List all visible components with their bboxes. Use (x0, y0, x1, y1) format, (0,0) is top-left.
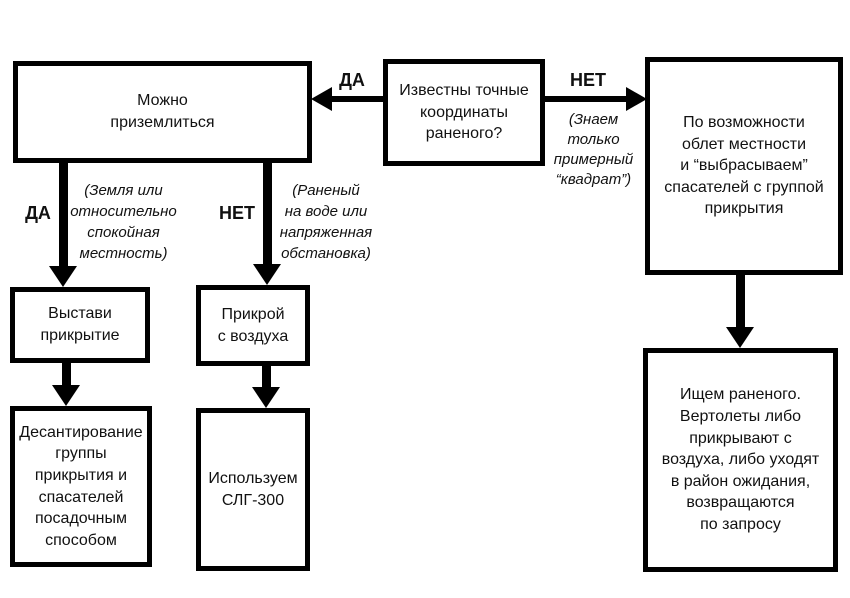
node-can-land: Можно приземлиться (13, 61, 312, 163)
edge-label-yes-down: ДА (25, 203, 51, 223)
arrow-flyover-to-search-head (726, 327, 754, 348)
node-can-land-text: Можно приземлиться (110, 92, 215, 131)
node-cover-from-air-text: Прикрой с воздуха (217, 305, 289, 345)
arrow-air-to-slg-head (252, 387, 280, 408)
arrow-flyover-to-search-line (736, 275, 745, 329)
arrow-no-right-head (626, 87, 647, 111)
edge-note-no-right: (Знаем только примерный “квадрат”) (553, 111, 634, 188)
edge-label-no-right: НЕТ (570, 70, 606, 90)
node-landing-method: Десантирование группы прикрытия и спасат… (10, 406, 152, 567)
node-coords-known-text: Известны точные координаты раненого? (399, 82, 529, 143)
edge-note-yes-down: (Земля или относительно спокойная местно… (70, 182, 177, 262)
node-use-slg: Используем СЛГ-300 (196, 408, 310, 571)
arrow-air-to-slg-line (262, 366, 271, 388)
arrow-no-right-line (545, 96, 628, 102)
node-set-cover-text: Выстави прикрытие (40, 305, 120, 344)
node-flyover-drop-text: По возможности облет местности и “выбрас… (664, 114, 824, 218)
arrow-cover-to-landing-head (52, 385, 80, 406)
edge-label-no-down: НЕТ (219, 203, 255, 223)
arrow-yes-left-line (330, 96, 383, 102)
node-search-wounded-text: Ищем раненого. Вертолеты либо прикрывают… (661, 386, 820, 533)
edge-note-no-down: (Раненый на воде или напряженная обстано… (279, 182, 373, 262)
arrow-cover-to-landing-line (62, 363, 71, 387)
arrow-yes-down-head (49, 266, 77, 287)
node-cover-from-air: Прикрой с воздуха (196, 285, 310, 366)
node-landing-method-text: Десантирование группы прикрытия и спасат… (19, 423, 143, 549)
node-use-slg-text: Используем СЛГ-300 (208, 469, 298, 509)
arrow-yes-down-line (59, 163, 68, 267)
edge-label-yes-left: ДА (339, 70, 365, 90)
arrow-no-down-line (263, 163, 272, 265)
node-search-wounded: Ищем раненого. Вертолеты либо прикрывают… (643, 348, 838, 572)
arrow-yes-left-head (311, 87, 332, 111)
node-coords-known: Известны точные координаты раненого? (383, 59, 545, 166)
node-set-cover: Выстави прикрытие (10, 287, 150, 363)
node-flyover-drop: По возможности облет местности и “выбрас… (645, 57, 843, 275)
arrow-no-down-head (253, 264, 281, 285)
